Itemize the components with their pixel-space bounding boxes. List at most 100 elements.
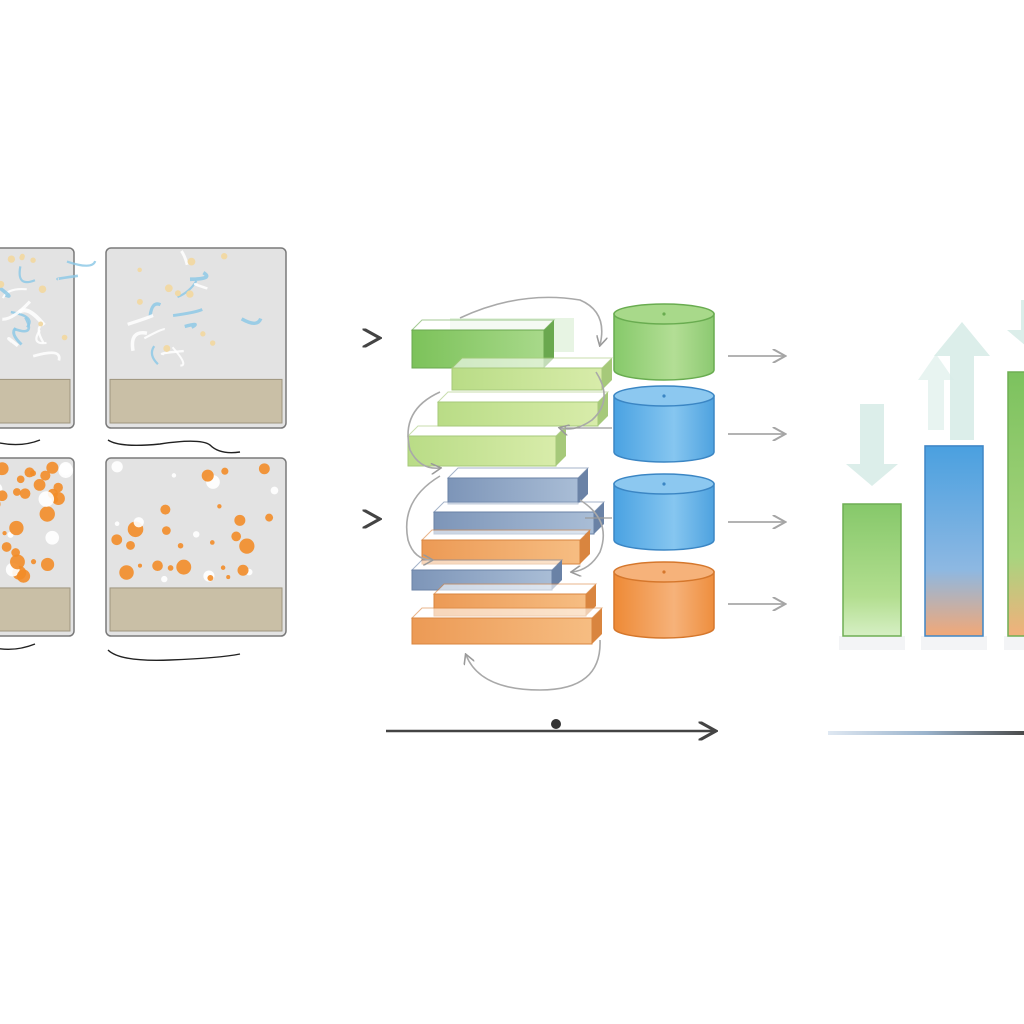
particle: [137, 563, 143, 568]
particle: [239, 538, 255, 554]
cylinder-3-blue: [613, 473, 715, 551]
timeline-marker-dot: [551, 719, 561, 729]
particle: [33, 478, 46, 491]
grain: [0, 280, 5, 288]
cylinder-body: [613, 395, 715, 463]
fiber-strand: [172, 308, 203, 317]
particle: [237, 564, 249, 576]
bar-shadow: [921, 636, 987, 650]
particle: [176, 559, 192, 575]
particle: [10, 554, 25, 570]
fiber-strand: [148, 302, 162, 317]
cylinder-center-dot: [662, 482, 666, 486]
particle: [152, 560, 163, 572]
layer-top-face: [432, 501, 606, 513]
particle: [0, 501, 1, 507]
curve-right-upper: [560, 371, 605, 429]
grain: [174, 290, 181, 297]
grain: [38, 285, 47, 293]
trend-arrow-up-ghost: [918, 354, 954, 430]
particle: [270, 486, 279, 495]
grain: [7, 255, 16, 263]
stack-layer-7: [420, 529, 592, 565]
fiber-strand: [32, 351, 61, 361]
panel-fiber-b: [105, 247, 287, 429]
fiber-strand: [35, 329, 47, 345]
layer-side-face: [602, 358, 612, 390]
particle: [24, 467, 35, 478]
particle: [0, 462, 9, 476]
particle: [0, 490, 8, 502]
particle: [114, 521, 120, 527]
bar-shadow: [1004, 636, 1024, 650]
bar-3: [1007, 371, 1024, 637]
fiber-strand: [7, 336, 19, 348]
stack-layer-4: [406, 425, 568, 467]
particle: [46, 461, 59, 474]
fiber-strand: [184, 322, 197, 329]
particle: [111, 461, 123, 473]
cylinder-column: [613, 303, 715, 639]
layer-top-face: [450, 357, 614, 369]
layer-side-face: [556, 426, 566, 466]
cylinder-center-dot: [662, 394, 666, 398]
panel-particle-b: [105, 457, 287, 637]
grain: [221, 253, 228, 260]
fiber-strand: [130, 331, 148, 352]
particle: [126, 540, 135, 550]
caption-line-bottom-right: [107, 649, 241, 661]
cylinder-body: [613, 483, 715, 551]
layer-side-face: [580, 530, 590, 564]
layer-top-face: [420, 529, 592, 541]
chart-baseline: [828, 731, 1024, 735]
layer-stack: [406, 318, 614, 645]
particle: [258, 463, 270, 475]
particle: [59, 462, 73, 476]
grain: [200, 331, 206, 337]
grain: [137, 267, 142, 273]
particle: [2, 530, 7, 536]
fiber-strand: [193, 283, 208, 290]
stack-layer-10: [410, 607, 604, 645]
panel-substrate: [0, 378, 71, 424]
particle: [226, 575, 231, 580]
particle: [40, 470, 51, 481]
fiber-strand: [127, 313, 154, 326]
cylinder-1-green: [613, 303, 715, 381]
stack-layer-2: [450, 357, 614, 391]
particle: [19, 488, 31, 499]
layer-top-face: [406, 425, 568, 437]
grain: [19, 255, 25, 261]
cylinder-output-arrows: [728, 356, 784, 604]
cylinder-center-dot: [662, 312, 666, 316]
grain: [136, 298, 143, 305]
layer-side-face: [598, 392, 608, 426]
particle: [40, 557, 55, 572]
layer-front-face: [437, 401, 599, 427]
grain: [30, 257, 36, 263]
stack-to-cylinder-lines: [565, 427, 612, 519]
fiber-strand: [66, 260, 97, 267]
bar-2: [924, 445, 984, 637]
fiber-strand: [18, 266, 36, 284]
particle: [30, 559, 37, 565]
fiber-strand: [2, 300, 32, 321]
particle: [231, 531, 242, 542]
stack-layer-3: [436, 391, 610, 427]
layer-front-face: [447, 477, 579, 505]
curve-left-upper: [407, 391, 440, 468]
curve-top: [459, 296, 602, 345]
fiber-strand: [180, 250, 189, 266]
curve-bottom: [466, 639, 601, 691]
grain: [187, 257, 196, 266]
input-arrows: [300, 338, 378, 519]
layer-top-face: [410, 607, 604, 619]
panel-fiber-a: [0, 247, 97, 429]
layer-top-face: [432, 583, 598, 595]
cylinder-2-blue: [613, 385, 715, 463]
particle: [161, 575, 168, 583]
particle: [51, 491, 65, 505]
fiber-strand: [2, 288, 27, 299]
particle: [16, 569, 31, 583]
